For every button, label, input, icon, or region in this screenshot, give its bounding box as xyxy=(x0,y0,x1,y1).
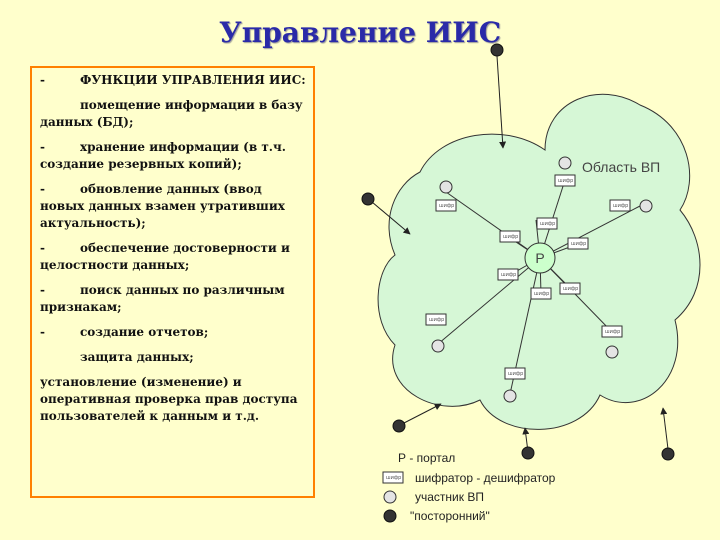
outsider-node xyxy=(392,419,406,433)
svg-text:шифр: шифр xyxy=(439,203,454,209)
functions-panel: -ФУНКЦИИ УПРАВЛЕНИЯ ИИС: помещение инфор… xyxy=(30,66,315,498)
svg-text:шифр: шифр xyxy=(508,371,523,377)
svg-text:шифр: шифр xyxy=(429,317,444,323)
outsider-node xyxy=(361,192,375,206)
encryptor-tag: шифр xyxy=(554,174,576,187)
encryptor-tag: шифр xyxy=(435,199,457,212)
function-item: помещение информации в базу данных (БД); xyxy=(40,98,303,129)
member-node xyxy=(431,339,445,353)
legend-encryptor: шифратор - дешифратор xyxy=(415,471,556,485)
svg-text:шифр: шифр xyxy=(605,329,620,335)
function-item: установление (изменение) и оперативная п… xyxy=(40,375,298,423)
portal-node xyxy=(524,242,556,274)
function-item: -обеспечение достоверности и целостности… xyxy=(40,241,290,272)
member-node xyxy=(503,389,517,403)
member-node xyxy=(439,180,453,194)
function-item: -обновление данных (ввод новых данных вз… xyxy=(40,182,285,230)
encryptor-tag: шифр xyxy=(536,217,558,230)
function-item: -хранение информации (в т.ч. создание ре… xyxy=(40,140,286,171)
encryptor-tags: шифр шифр шифр шифр шифр шифр шифр шифр … xyxy=(425,174,631,380)
svg-text:шифр: шифр xyxy=(613,203,628,209)
svg-text:шифр: шифр xyxy=(534,291,549,297)
svg-text:шифр: шифр xyxy=(540,221,555,227)
legend-member: участник ВП xyxy=(415,490,484,504)
page-title: Управление ИИС xyxy=(219,16,501,49)
region-label: Область ВП xyxy=(582,159,660,175)
outsider-node xyxy=(521,446,535,460)
legend: Р - портал шифр шифратор - дешифратор уч… xyxy=(382,451,556,523)
function-item: защита данных; xyxy=(80,350,194,364)
svg-text:шифр: шифр xyxy=(386,475,401,481)
encryptor-tag: шифр xyxy=(530,287,552,300)
svg-text:шифр: шифр xyxy=(501,272,516,278)
encryptor-tag: шифр xyxy=(499,230,521,243)
legend-portal: Р - портал xyxy=(398,451,455,465)
legend-outsider-icon xyxy=(383,509,397,523)
encryptor-tag: шифр xyxy=(567,237,589,250)
svg-text:шифр: шифр xyxy=(558,178,573,184)
functions-heading: -ФУНКЦИИ УПРАВЛЕНИЯ ИИС: xyxy=(40,73,306,87)
member-node xyxy=(639,199,653,213)
function-item: -создание отчетов; xyxy=(40,325,209,339)
encryptor-tag: шифр xyxy=(497,268,519,281)
encryptor-tag: шифр xyxy=(504,367,526,380)
legend-member-icon xyxy=(383,490,397,504)
legend-outsider: "посторонний" xyxy=(410,509,490,523)
encryptor-tag: шифр xyxy=(609,199,631,212)
encryptor-tag: шифр xyxy=(601,325,623,338)
outsider-node xyxy=(490,43,504,57)
encryptor-tag: шифр xyxy=(559,282,581,295)
member-node xyxy=(605,345,619,359)
portal-label: Р xyxy=(535,250,544,266)
encryptor-tag: шифр xyxy=(425,313,447,326)
svg-text:шифр: шифр xyxy=(563,286,578,292)
svg-text:шифр: шифр xyxy=(503,234,518,240)
member-node xyxy=(558,156,572,170)
legend-encryptor-icon xyxy=(382,471,404,484)
svg-text:шифр: шифр xyxy=(571,241,586,247)
outsider-node xyxy=(661,447,675,461)
function-item: -поиск данных по различным признакам; xyxy=(40,283,285,314)
